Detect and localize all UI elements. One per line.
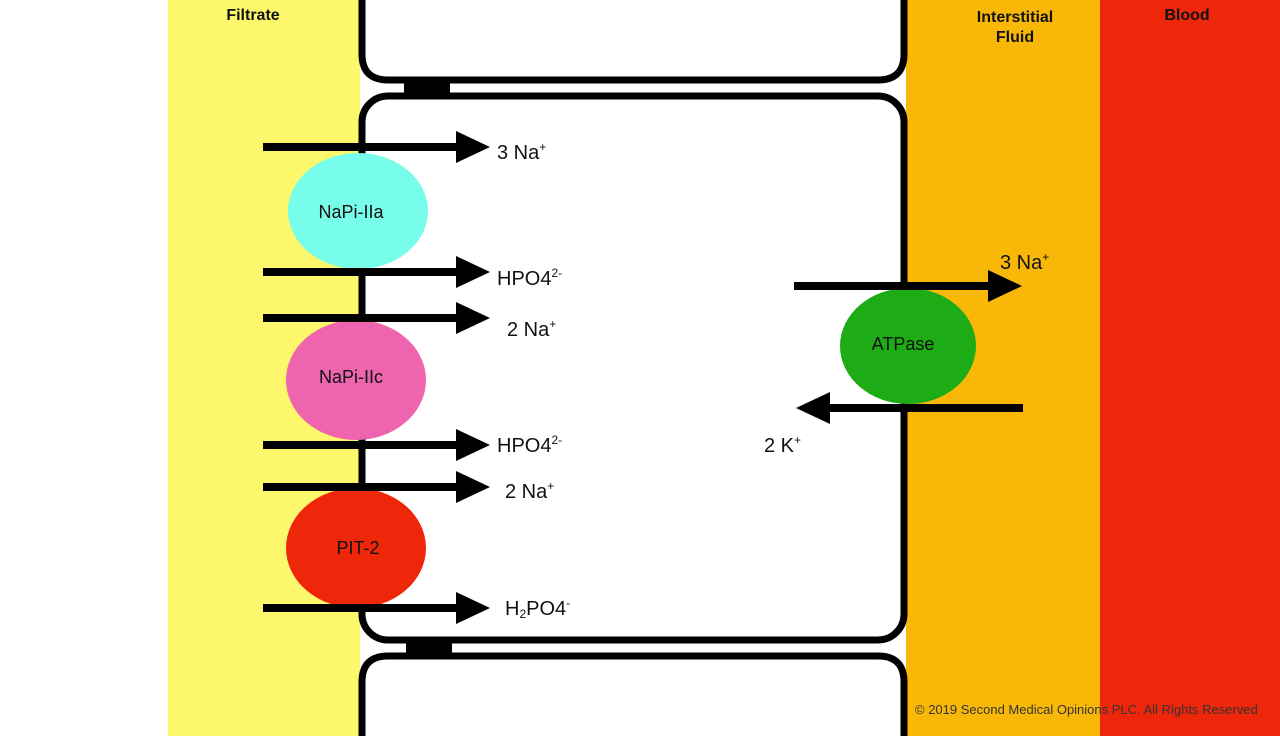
upper-neighbor-cell (358, 0, 908, 84)
napi-iia-transporter (288, 153, 428, 269)
pit-2-label: PIT-2 (336, 538, 380, 558)
tubular-cell (358, 92, 908, 644)
pit-2-transporter (286, 488, 426, 608)
interstitial-fluid-title: Interstitial Fluid (925, 8, 1105, 48)
filtrate-title: Filtrate (226, 7, 280, 24)
napi-iia-label: NaPi-IIa (318, 202, 384, 222)
ion-label-3-na-atpase: 3 Na+ (1000, 250, 1050, 274)
ion-label-hpo4-b: HPO42- (497, 433, 563, 457)
ion-label-hpo4-a: HPO42- (497, 266, 563, 290)
ion-label-h2po4: H2PO4- (505, 596, 571, 621)
atpase-pump (840, 288, 976, 404)
interstitial-title-line1: Interstitial (976, 9, 1054, 26)
lower-neighbor-cell (358, 652, 908, 736)
napi-iic-label: NaPi-IIc (318, 367, 384, 387)
copyright-notice: © 2019 Second Medical Opinions PLC. All … (915, 702, 1258, 717)
ion-label-3-na-apical: 3 Na+ (497, 140, 547, 164)
atpase-label: ATPase (871, 334, 935, 354)
ion-label-2-na-b: 2 Na+ (505, 479, 555, 503)
blood-region (1100, 0, 1280, 736)
blood-title: Blood (1164, 7, 1210, 24)
ion-label-2-k: 2 K+ (764, 433, 802, 457)
tight-junction-upper (404, 80, 450, 96)
ion-label-2-na-a: 2 Na+ (507, 317, 557, 341)
interstitial-title-line2: Fluid (995, 29, 1035, 46)
napi-iic-transporter (286, 320, 426, 440)
tight-junction-lower (406, 640, 452, 656)
